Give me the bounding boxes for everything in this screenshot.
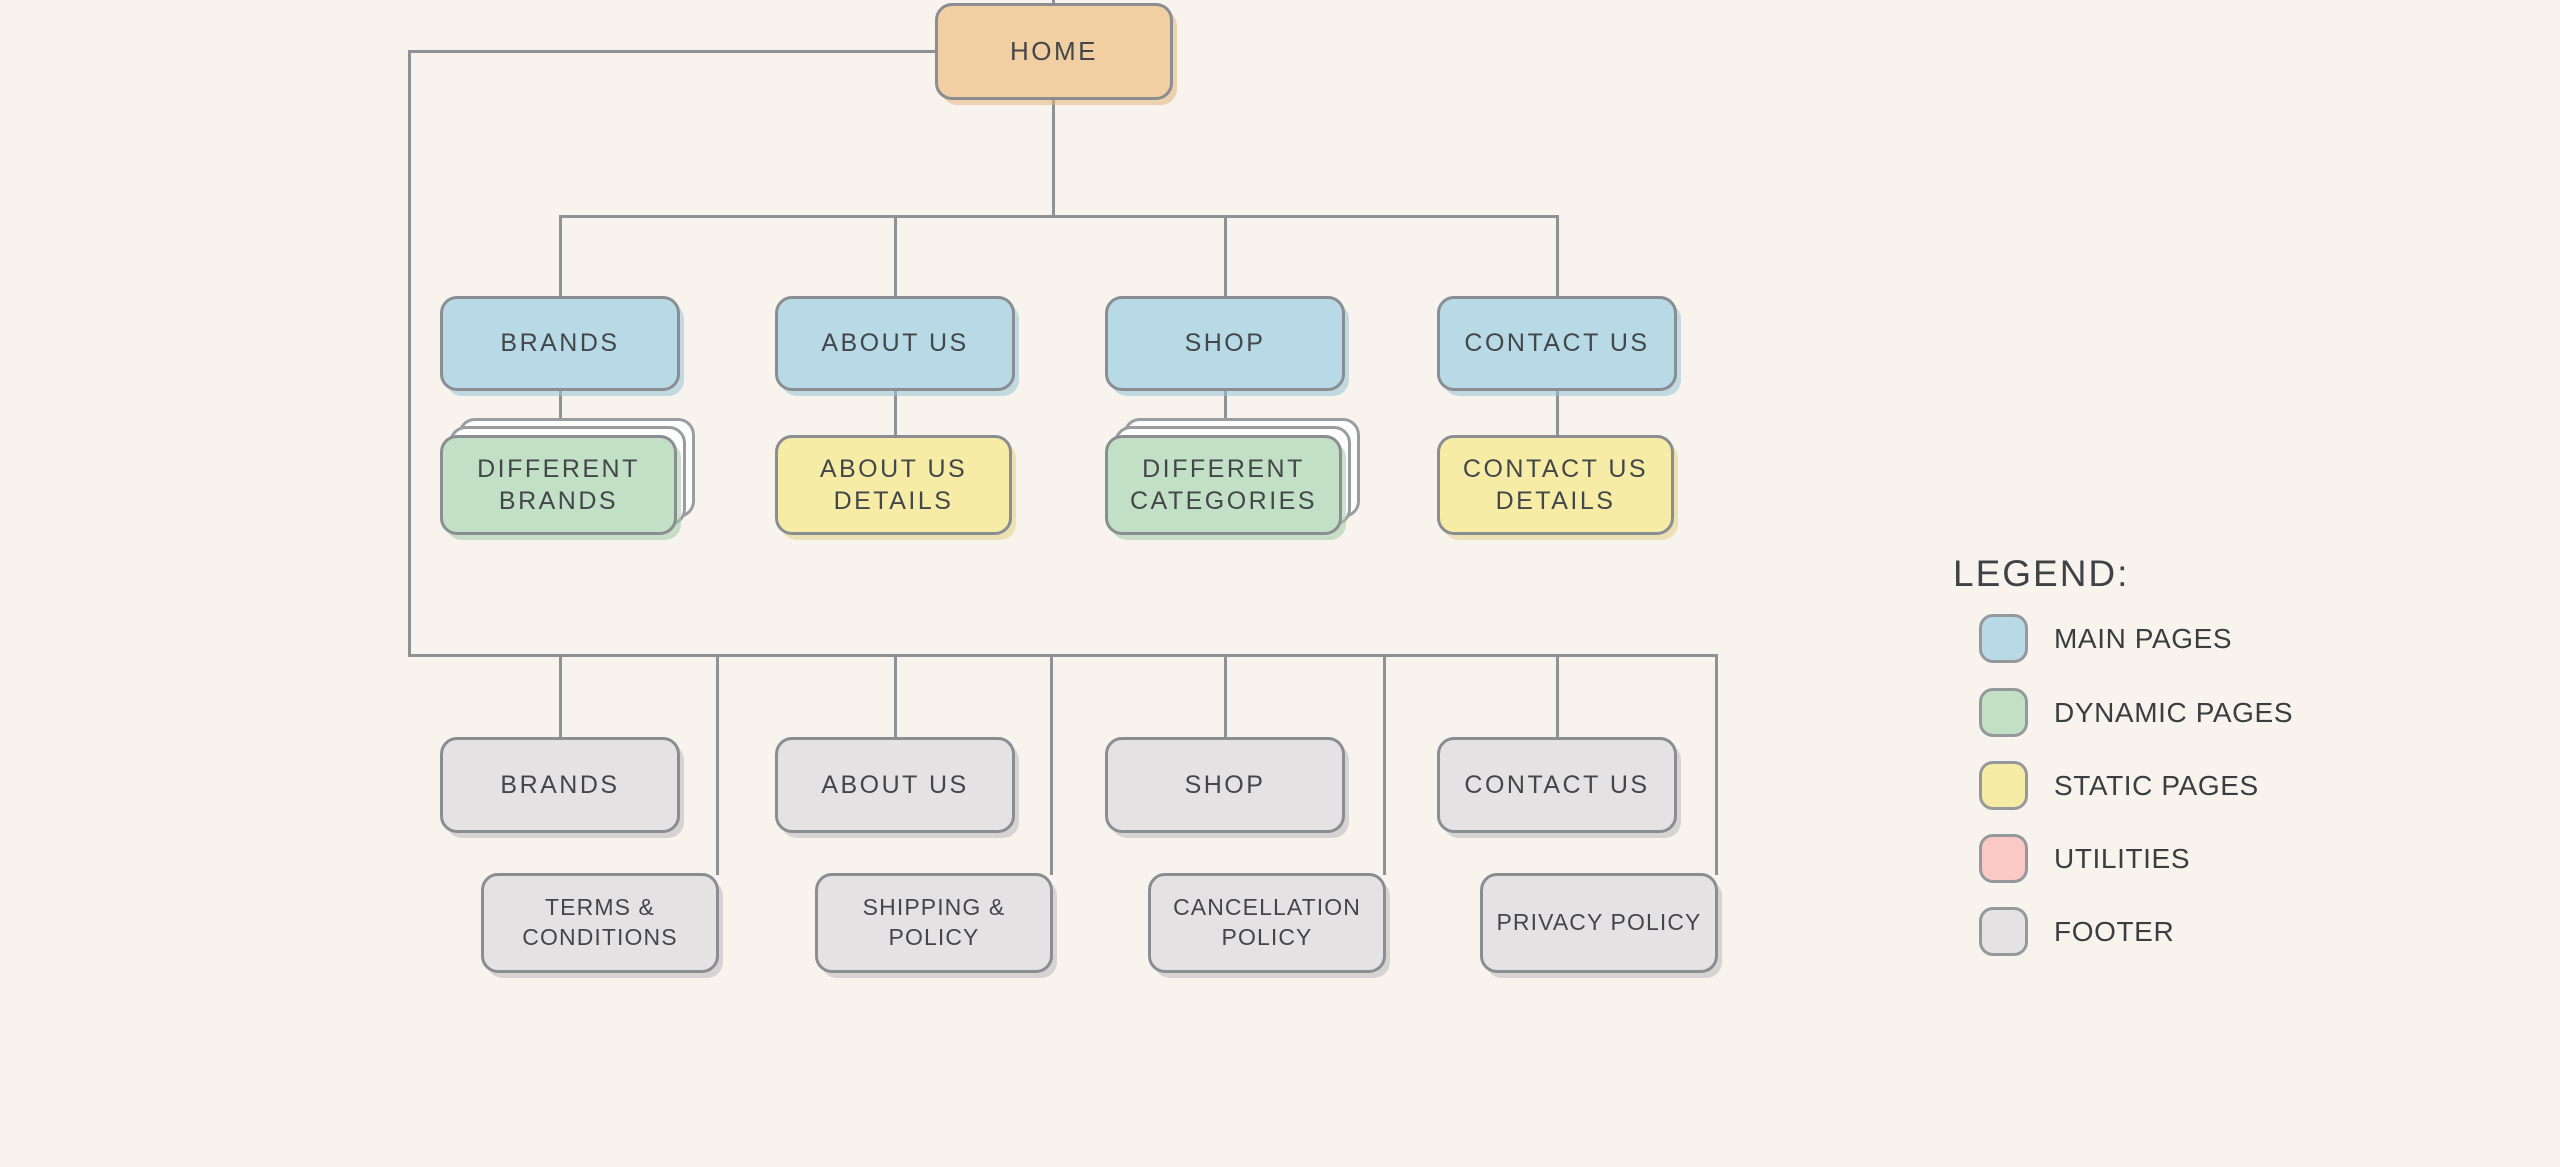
legend-item-main-pages: MAIN PAGES: [1979, 614, 2232, 663]
legend-item-static-pages: STATIC PAGES: [1979, 761, 2259, 810]
connector-line: [716, 654, 719, 875]
node-label: ABOUT US: [821, 329, 969, 358]
node-label: DIFFERENT BRANDS: [477, 454, 640, 516]
node-label: PRIVACY POLICY: [1496, 909, 1702, 936]
connector-line: [1715, 654, 1718, 875]
connector-line: [408, 654, 1718, 657]
connector-line: [894, 382, 897, 438]
node-home: HOME: [935, 3, 1173, 100]
node-label: TERMS & CONDITIONS: [522, 894, 678, 950]
node-label: CANCELLATION POLICY: [1173, 894, 1361, 950]
node-cancellation-policy: CANCELLATION POLICY: [1148, 873, 1386, 973]
node-label: SHIPPING & POLICY: [862, 894, 1006, 950]
node-footer-about-us: ABOUT US: [775, 737, 1015, 833]
legend-swatch-static: [1979, 761, 2028, 810]
node-shop: SHOP: [1105, 296, 1345, 391]
legend-title: LEGEND:: [1953, 553, 2130, 594]
node-about-us: ABOUT US: [775, 296, 1015, 391]
node-terms-conditions: TERMS & CONDITIONS: [481, 873, 719, 973]
connector-line: [1556, 215, 1559, 300]
node-about-us-details: ABOUT US DETAILS: [775, 435, 1012, 535]
connector-line: [1556, 654, 1559, 740]
node-shipping-policy: SHIPPING & POLICY: [815, 873, 1053, 973]
connector-line: [559, 215, 1559, 218]
connector-line: [894, 654, 897, 740]
connector-line: [1556, 382, 1559, 438]
node-different-categories: DIFFERENT CATEGORIES: [1105, 435, 1342, 535]
connector-line: [408, 50, 935, 53]
node-label: HOME: [1010, 35, 1098, 66]
legend-item-utilities: UTILITIES: [1979, 834, 2190, 883]
legend-item-footer: FOOTER: [1979, 907, 2174, 956]
node-label: CONTACT US DETAILS: [1462, 454, 1649, 516]
node-label: ABOUT US: [821, 770, 969, 799]
connector-line: [559, 215, 562, 300]
legend-item-dynamic-pages: DYNAMIC PAGES: [1979, 688, 2293, 737]
connector-line: [559, 654, 562, 740]
connector-line: [408, 50, 411, 657]
legend-label: FOOTER: [2054, 915, 2175, 947]
legend-swatch-footer: [1979, 907, 2028, 956]
connector-line: [894, 215, 897, 300]
node-label: CONTACT US: [1464, 329, 1650, 358]
connector-line: [1224, 215, 1227, 300]
node-label: BRANDS: [500, 329, 620, 358]
node-label: BRANDS: [500, 770, 620, 799]
node-privacy-policy: PRIVACY POLICY: [1480, 873, 1718, 973]
node-label: ABOUT US DETAILS: [819, 454, 968, 516]
node-footer-contact-us: CONTACT US: [1437, 737, 1677, 833]
connector-line: [1224, 382, 1227, 438]
legend-swatch-utilities: [1979, 834, 2028, 883]
connector-line: [1383, 654, 1386, 875]
node-different-brands: DIFFERENT BRANDS: [440, 435, 677, 535]
legend-label: STATIC PAGES: [2054, 769, 2259, 801]
legend-label: DYNAMIC PAGES: [2054, 696, 2294, 728]
node-footer-brands: BRANDS: [440, 737, 680, 833]
legend-label: UTILITIES: [2054, 842, 2191, 874]
node-footer-shop: SHOP: [1105, 737, 1345, 833]
connector-line: [1224, 654, 1227, 740]
connector-line: [559, 382, 562, 438]
connector-line: [1052, 100, 1055, 217]
node-contact-us: CONTACT US: [1437, 296, 1677, 391]
node-label: SHOP: [1184, 770, 1266, 799]
node-label: CONTACT US: [1464, 770, 1650, 799]
connector-line: [1050, 654, 1053, 875]
node-contact-us-details: CONTACT US DETAILS: [1437, 435, 1674, 535]
node-label: DIFFERENT CATEGORIES: [1129, 454, 1318, 516]
node-label: SHOP: [1184, 329, 1266, 358]
legend-label: MAIN PAGES: [2054, 622, 2233, 654]
node-brands: BRANDS: [440, 296, 680, 391]
legend-swatch-dynamic: [1979, 688, 2028, 737]
legend-swatch-main: [1979, 614, 2028, 663]
